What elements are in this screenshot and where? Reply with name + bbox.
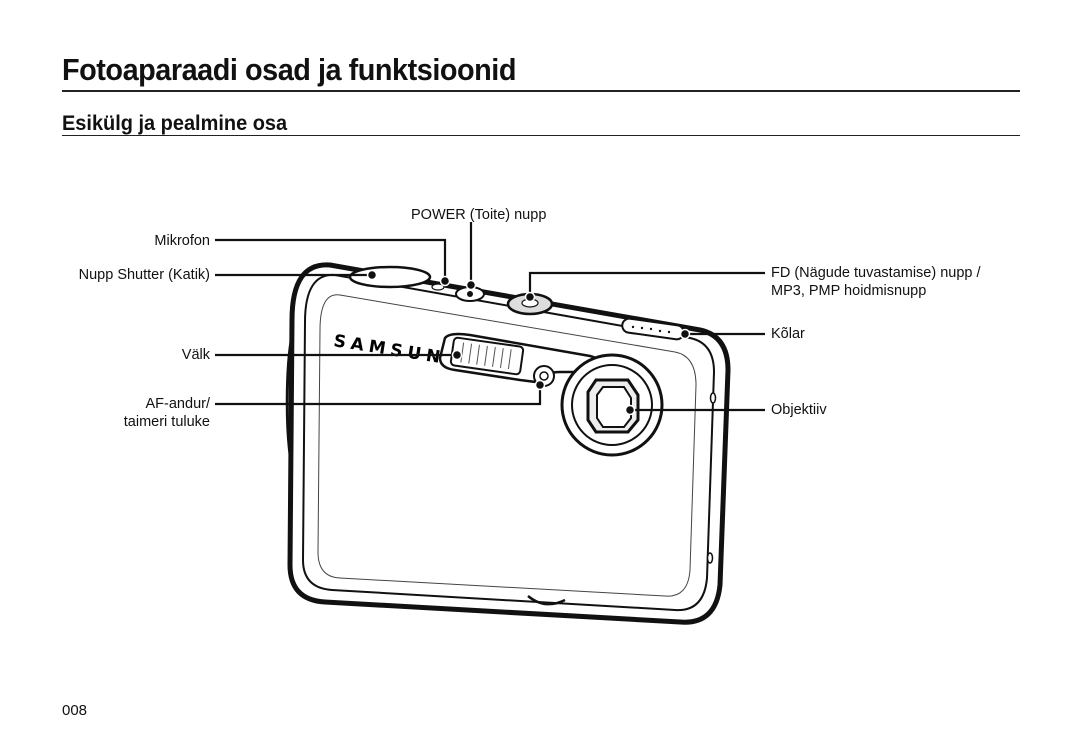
leader-mikrofon [215,238,447,281]
label-power-button: POWER (Toite) nupp [411,207,547,223]
body-bevel [301,273,716,612]
page-title: Fotoaparaadi osad ja funktsioonid [62,52,516,87]
flash-window [449,336,525,376]
label-af-line2: taimeri tuluke [123,414,210,430]
label-fd-line2: MP3, PMP hoidmisnupp [771,283,927,299]
title-rule [62,90,1020,92]
label-kolar: Kõlar [771,326,805,342]
label-valk: Välk [181,347,210,363]
section-title: Esikülg ja pealmine osa [62,112,288,135]
label-fd-button: FD (Nägude tuvastamise) nupp / MP3, PMP … [771,264,981,300]
page-number: 008 [62,702,88,719]
label-objektiiv: Objektiiv [771,402,827,418]
label-af-line1: AF-andur/ [145,396,210,412]
section-rule [62,135,1020,136]
leader-af [215,385,542,406]
label-shutter-button: Nupp Shutter (Katik) [78,267,210,283]
label-af-sensor: AF-andur/ taimeri tuluke [124,395,210,431]
mic-holes [431,283,445,291]
label-fd-line1: FD (Nägude tuvastamise) nupp / [771,265,981,281]
shutter-button-shape [348,265,432,289]
label-mikrofon: Mikrofon [154,233,210,249]
leader-fd [528,271,765,297]
